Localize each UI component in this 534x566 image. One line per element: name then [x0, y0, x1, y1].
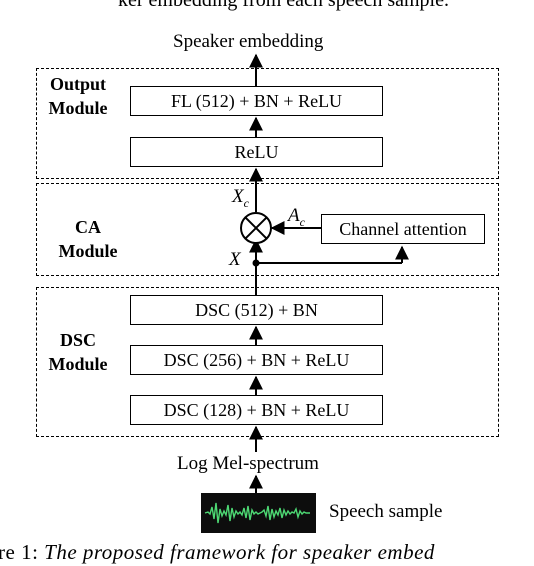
dsc128-block: DSC (128) + BN + ReLU — [130, 395, 383, 425]
ac-symbol: Ac — [288, 205, 305, 229]
output-module-label: Output Module — [48, 74, 108, 118]
channel-attention-block: Channel attention — [321, 214, 485, 244]
speaker-embedding-label: Speaker embedding — [173, 31, 324, 52]
multiply-cross-2 — [244, 216, 268, 240]
output-module — [36, 68, 499, 179]
relu-block: ReLU — [130, 137, 383, 167]
ca-module-label: CA Module — [58, 217, 118, 261]
header-text: ker embedding from each speech sample. — [118, 0, 449, 11]
x-symbol: X — [229, 249, 241, 270]
speech-waveform — [204, 502, 310, 524]
dsc512-block: DSC (512) + BN — [130, 295, 383, 325]
xc-symbol: Xc — [232, 186, 249, 210]
dsc-module — [36, 287, 499, 437]
dsc256-block: DSC (256) + BN + ReLU — [130, 345, 383, 375]
dsc-module-label: DSC Module — [48, 330, 108, 374]
fl-block: FL (512) + BN + ReLU — [130, 86, 383, 116]
speech-sample-label: Speech sample — [329, 501, 443, 522]
ca-module — [36, 183, 499, 276]
figure-caption: re 1: The proposed framework for speaker… — [0, 540, 435, 564]
log-mel-spectrum-label: Log Mel-spectrum — [177, 453, 319, 474]
branch-dot — [252, 259, 260, 267]
